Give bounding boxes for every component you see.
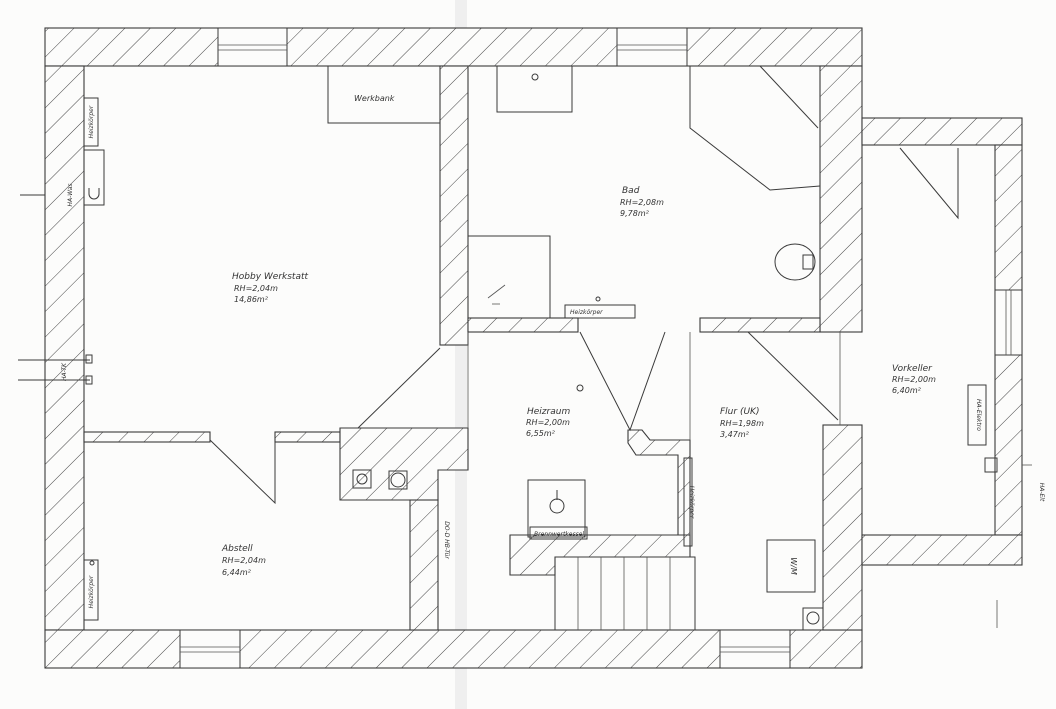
room-flur: Flur (UK) RH=1,98m 3,47m² [720, 407, 764, 439]
wall-top [44, 27, 863, 67]
wall-bad-bottom-right [699, 317, 821, 333]
door-flur [747, 331, 839, 421]
room-abstell: Abstell RH=2,04m 6,44m² [221, 544, 266, 577]
water-connection-label: HA-Was [67, 183, 74, 206]
boiler-label: Brennwertkessel [534, 531, 584, 538]
stair-landing-wall [509, 534, 691, 576]
door-heizraum [579, 331, 666, 432]
window-bottom-right [719, 629, 791, 669]
door-abstell [209, 439, 276, 505]
room-name: Bad [622, 186, 640, 196]
wall-hobby-abstell-left [83, 431, 211, 443]
chimney-flues [352, 469, 408, 490]
room-hobby-werkstatt: Hobby Werkstatt RH=2,04m 14,86m² [232, 272, 308, 304]
radiator-abstell: Heizkörper [83, 559, 99, 621]
wall-heizraum-flur [627, 429, 691, 549]
telecom-connection: HA-TK [18, 354, 93, 385]
washing-machine: W/M [766, 539, 816, 593]
room-vorkeller: Vorkeller RH=2,00m 6,40m² [892, 364, 936, 395]
wall-abstell-heizraum [409, 499, 439, 631]
werkbank-label: Werkbank [354, 94, 395, 103]
hb-door-label: DO-D HB-Tür [443, 521, 450, 559]
door-vorkeller [899, 147, 959, 220]
room-name: Flur (UK) [720, 407, 759, 417]
room-area: 3,47m² [720, 430, 750, 439]
werkbank: Werkbank [327, 65, 441, 124]
room-name: Abstell [221, 544, 253, 554]
room-area: 6,40m² [892, 386, 922, 395]
window-bottom-left [179, 629, 241, 669]
room-heizraum: Heizraum RH=2,00m 6,55m² [526, 407, 570, 438]
electric-panel: HA-Elektro [967, 384, 998, 473]
radiator-bad-label: Heizkörper [570, 309, 603, 316]
room-area: 9,78m² [620, 209, 650, 218]
radiator-abstell-label: Heizkörper [88, 575, 95, 608]
annex-wall-top [861, 117, 1023, 146]
wall-hobby-abstell-right [274, 431, 341, 443]
room-height: RH=2,08m [620, 198, 664, 207]
room-height: RH=1,98m [720, 419, 764, 428]
wall-right-upper [819, 65, 863, 333]
wall-hobby-bad [439, 65, 469, 346]
wall-left [44, 65, 85, 631]
room-area: 14,86m² [234, 295, 269, 304]
door-hobby [357, 347, 441, 429]
room-height: RH=2,04m [234, 284, 278, 293]
window-top-left [217, 27, 288, 67]
radiator-flur-label: Heizkörper [688, 486, 695, 519]
room-name: Vorkeller [892, 364, 933, 374]
wall-bad-bottom-left [467, 317, 579, 333]
room-height: RH=2,00m [892, 375, 936, 384]
room-height: RH=2,04m [222, 556, 266, 565]
window-top-right [616, 27, 688, 67]
sink [496, 65, 573, 113]
window-annex-right [994, 289, 1023, 356]
boiler: Brennwertkessel [527, 479, 588, 540]
door-bad [689, 66, 821, 191]
annex-wall-bottom [861, 534, 1023, 566]
room-area: 6,44m² [222, 568, 252, 577]
room-area: 6,55m² [526, 429, 556, 438]
floor-drain-flur [802, 607, 824, 631]
radiator-hobby: Heizkörper [83, 97, 99, 147]
room-name: Hobby Werkstatt [232, 272, 308, 282]
radiator-flur: Heizkörper [683, 457, 695, 547]
water-connection: HA-Was [20, 149, 105, 207]
electric-panel-label: HA-Elektro [975, 399, 982, 431]
wall-right-lower [822, 424, 863, 631]
radiator-bad: Heizkörper [564, 296, 636, 319]
telecom-connection-label: HA-TK [61, 362, 68, 381]
room-bad: Bad RH=2,08m 9,78m² [620, 186, 664, 218]
washing-machine-label: W/M [789, 557, 798, 575]
electric-connection: HA-Elt [996, 464, 1045, 628]
radiator-hobby-label: Heizkörper [88, 105, 95, 138]
shower [467, 235, 551, 319]
room-height: RH=2,00m [526, 418, 570, 427]
electric-connection-label: HA-Elt [1038, 483, 1045, 502]
staircase [554, 556, 696, 631]
door-bad-swing [759, 65, 819, 129]
room-name: Heizraum [527, 407, 570, 417]
toilet [774, 243, 816, 281]
floor-drain [576, 384, 584, 392]
